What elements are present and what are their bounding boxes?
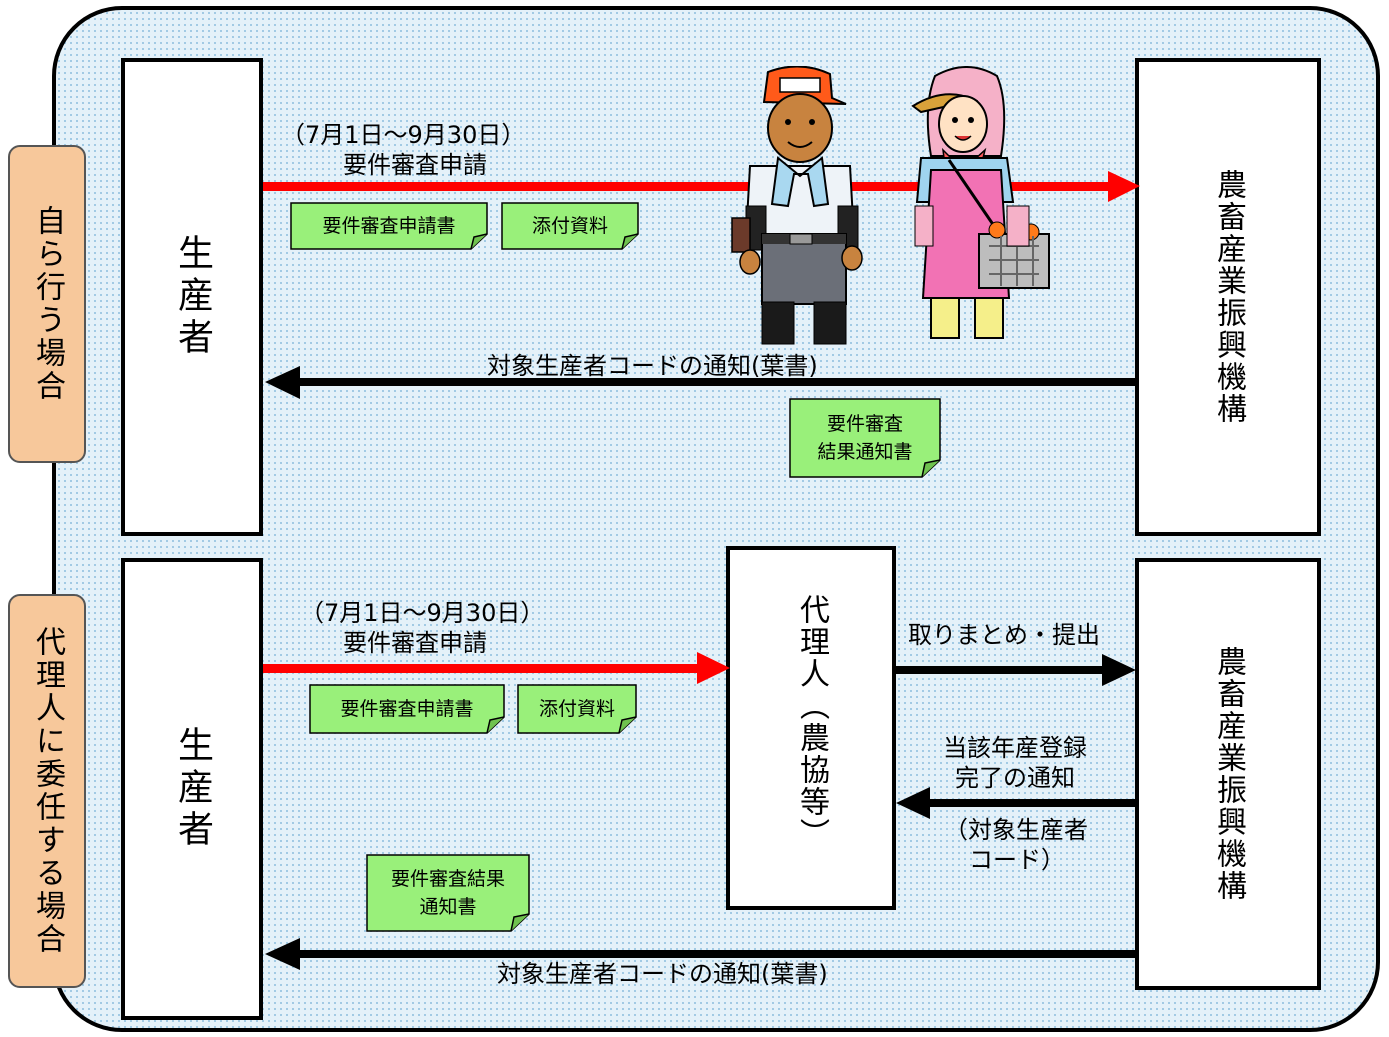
doc-attachment-bottom: 添付資料 — [517, 684, 637, 734]
farmer-man-illustration — [731, 66, 863, 345]
side-label-agent: 代理人に委任する場合 — [8, 594, 86, 988]
side-label-agent-text: 代理人に委任する場合 — [30, 626, 65, 956]
doc-application-top: 要件審査申請書 — [290, 202, 488, 250]
doc-result-bottom-text: 要件審査結果通知書 — [391, 865, 505, 921]
side-label-self-text: 自ら行う場合 — [30, 205, 65, 403]
submit-arrow — [896, 654, 1136, 686]
organization-box-top: 農畜産業振興機構 — [1135, 58, 1321, 536]
organization-label-top: 農畜産業振興機構 — [1211, 169, 1246, 425]
doc-result-top-line2: 結果通知書 — [817, 441, 913, 463]
notice-arrow-bottom — [265, 938, 1139, 970]
doc-result-top: 要件審査結果通知書 — [789, 398, 941, 478]
doc-result-bottom: 要件審査結果通知書 — [366, 854, 530, 932]
completion-arrow — [896, 787, 1136, 819]
producer-box-bottom: 生産者 — [121, 558, 263, 1020]
doc-application-bottom: 要件審査申請書 — [309, 684, 505, 734]
organization-label-bottom: 農畜産業振興機構 — [1211, 646, 1246, 902]
notice-label-bottom: 対象生産者コードの通知(葉書) — [497, 960, 828, 988]
doc-result-top-line1: 要件審査 — [826, 413, 903, 435]
code-label-line1: （対象生産者 — [944, 816, 1088, 844]
period-bottom: （7月1日～9月30日） — [300, 599, 545, 627]
code-label-line2: コード） — [969, 846, 1065, 874]
doc-result-bottom-line2: 通知書 — [419, 896, 477, 918]
request-label-bottom: 要件審査申請 — [343, 629, 487, 657]
doc-application-top-text: 要件審査申請書 — [322, 215, 456, 237]
request-label-top: 要件審査申請 — [343, 151, 487, 179]
completion-label-line1: 当該年産登録 — [943, 734, 1087, 762]
farmer-woman-illustration — [911, 66, 1050, 339]
period-top: （7月1日～9月30日） — [281, 121, 526, 149]
doc-result-bottom-line1: 要件審査結果 — [390, 868, 505, 890]
producer-label-top: 生産者 — [172, 234, 213, 360]
doc-result-top-text: 要件審査結果通知書 — [817, 410, 912, 466]
request-arrow-bottom — [263, 652, 730, 684]
doc-attachment-top-text: 添付資料 — [531, 215, 608, 237]
agent-label: 代理人（農協等） — [794, 594, 829, 850]
doc-attachment-bottom-text: 添付資料 — [538, 698, 615, 720]
request-arrow-top — [263, 171, 1140, 202]
notice-arrow-top — [265, 366, 1139, 399]
producer-label-bottom: 生産者 — [172, 726, 213, 852]
agent-box: 代理人（農協等） — [726, 546, 896, 910]
completion-label-line2: 完了の通知 — [955, 764, 1075, 792]
doc-attachment-top: 添付資料 — [501, 202, 639, 250]
producer-box-top: 生産者 — [121, 58, 263, 536]
organization-box-bottom: 農畜産業振興機構 — [1135, 558, 1321, 990]
submit-label: 取りまとめ・提出 — [908, 621, 1100, 649]
side-label-self: 自ら行う場合 — [8, 145, 86, 463]
doc-application-bottom-text: 要件審査申請書 — [340, 698, 474, 720]
notice-label-top: 対象生産者コードの通知(葉書) — [487, 352, 818, 380]
